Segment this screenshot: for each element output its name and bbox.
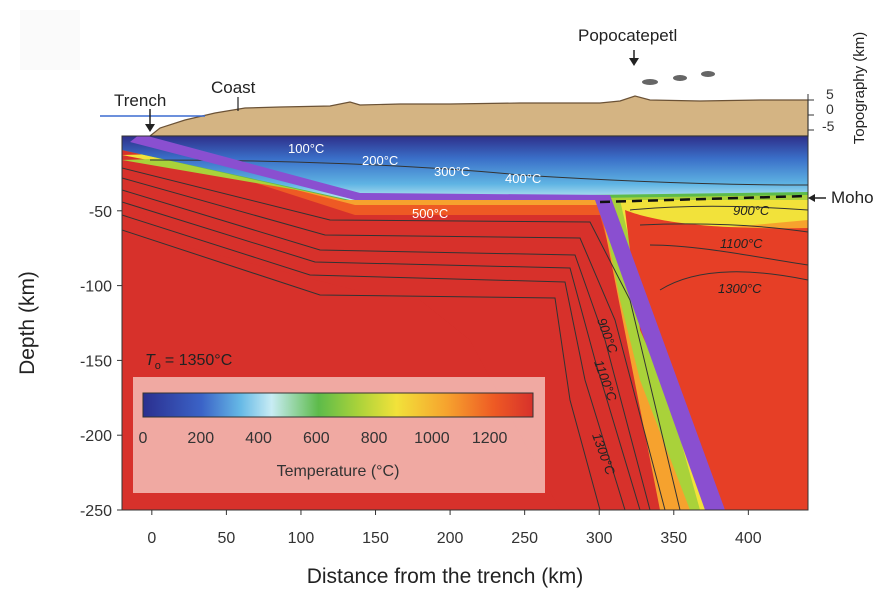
- colorbar-tick-label: 0: [139, 430, 148, 447]
- x-tick-label: 300: [586, 530, 613, 547]
- mantle-temp-subscript: o: [155, 360, 161, 372]
- x-tick-label: 200: [437, 530, 464, 547]
- x-tick-label: 350: [660, 530, 687, 547]
- moho-arrow-head: [808, 194, 815, 202]
- topography-profile: [148, 95, 809, 137]
- colorbar-gradient: [142, 392, 534, 418]
- topo-tick-0: 0: [826, 101, 834, 117]
- coast-label: Coast: [211, 78, 256, 97]
- topo-tick-minus5: -5: [822, 118, 835, 134]
- colorbar-tick-label: 200: [187, 430, 214, 447]
- colorbar-tick-label: 600: [303, 430, 330, 447]
- x-axis-label: Distance from the trench (km): [307, 565, 584, 588]
- mantle-temperature-label: To = 1350°C: [145, 352, 232, 372]
- corner-box: [20, 10, 80, 70]
- isotherm-label-300: 300°C: [434, 164, 470, 179]
- trench-arrow-head: [145, 124, 155, 132]
- colorbar-tick-label: 1000: [414, 430, 450, 447]
- moho-label: Moho: [831, 188, 874, 207]
- colorbar-label: Temperature (°C): [277, 463, 400, 480]
- isotherm-label-1100-wedge: 1100°C: [720, 236, 763, 251]
- moho-line: [599, 194, 808, 204]
- isotherm-label-1300-wedge: 1300°C: [718, 281, 762, 296]
- y-tick-label: -50: [89, 204, 112, 221]
- mantle-temp-symbol: T: [145, 352, 156, 369]
- isotherm-label-200: 200°C: [362, 153, 398, 168]
- trench-label: Trench: [114, 91, 166, 110]
- x-tick-label: 400: [735, 530, 762, 547]
- isotherm-label-500: 500°C: [412, 206, 448, 221]
- x-tick-label: 250: [511, 530, 538, 547]
- y-axis-ticks: -50 -100 -150 -200 -250: [80, 204, 122, 520]
- ash-cloud-icon: [642, 71, 715, 85]
- isotherm-label-100: 100°C: [288, 141, 324, 156]
- topography-axis: 5 0 -5 Topography (km): [807, 32, 868, 145]
- volcano-label: Popocatepetl: [578, 26, 677, 45]
- y-tick-label: -100: [80, 279, 112, 296]
- isotherm-label-400: 400°C: [505, 171, 541, 186]
- isotherm-labels: 100°C 200°C 300°C 400°C 500°C: [288, 141, 541, 221]
- colorbar-ticks: 0 200 400 600 800 1000 1200: [139, 430, 508, 447]
- x-tick-label: 50: [217, 530, 235, 547]
- x-tick-label: 100: [288, 530, 315, 547]
- isotherm-lines: [122, 159, 808, 510]
- topo-tick-5: 5: [826, 86, 834, 102]
- isotherm-label-900-wedge: 900°C: [733, 203, 770, 218]
- y-tick-label: -200: [80, 428, 112, 445]
- plot-frame: [121, 135, 809, 511]
- colorbar-tick-label: 1200: [472, 430, 508, 447]
- colorbar-tick-label: 400: [245, 430, 272, 447]
- volcano-arrow-head: [629, 58, 639, 66]
- y-tick-label: -250: [80, 503, 112, 520]
- x-tick-label: 0: [147, 530, 156, 547]
- x-axis-ticks: 0 50 100 150 200 250 300 350 400: [147, 510, 762, 547]
- colorbar-tick-label: 800: [361, 430, 388, 447]
- y-tick-label: -150: [80, 353, 112, 370]
- x-tick-label: 150: [362, 530, 389, 547]
- y-axis-label: Depth (km): [16, 271, 39, 375]
- topo-axis-label: Topography (km): [851, 32, 868, 145]
- mantle-temp-value: = 1350°C: [165, 352, 232, 369]
